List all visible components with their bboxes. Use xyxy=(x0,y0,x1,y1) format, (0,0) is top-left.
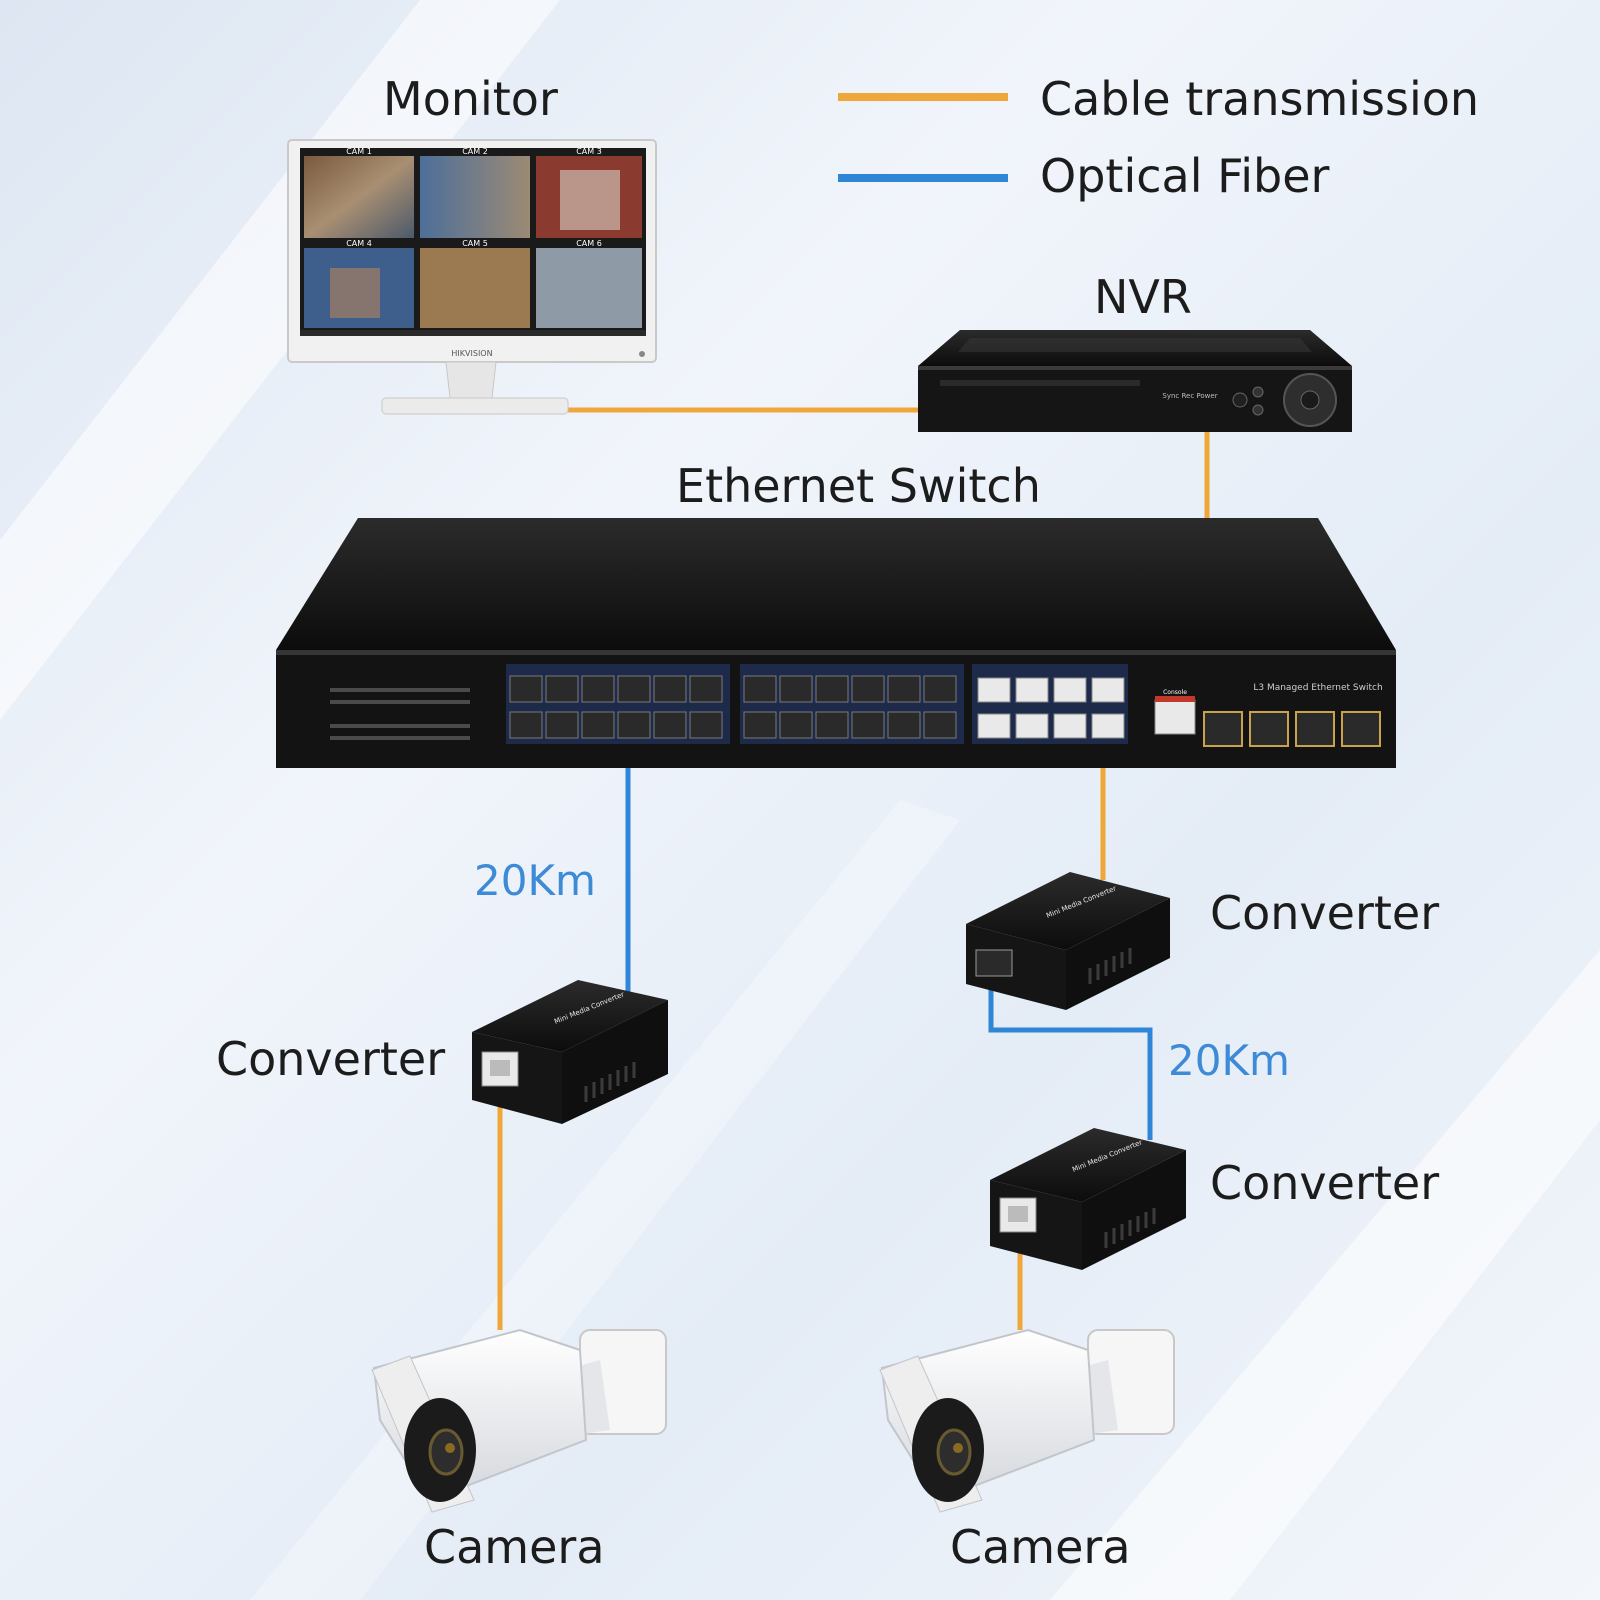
legend-label-cable: Cable transmission xyxy=(1040,72,1480,126)
nvr xyxy=(918,330,1352,432)
cam-label: CAM 1 xyxy=(346,147,372,156)
vent-slots xyxy=(1088,948,1132,984)
converter-right-top-label: Converter xyxy=(1210,886,1440,940)
converter-left-label: Converter xyxy=(216,1032,446,1086)
rj45-ports xyxy=(977,677,1125,739)
cam-label: CAM 5 xyxy=(462,239,488,248)
sfp-ports-bank-2 xyxy=(743,675,957,739)
sfp-ports-bank-1 xyxy=(509,675,723,739)
monitor-brand: HIKVISION xyxy=(451,349,492,358)
monitor-label: Monitor xyxy=(383,72,558,126)
cam-label: CAM 4 xyxy=(346,239,372,248)
camera-left xyxy=(371,1328,667,1513)
switch-label: Ethernet Switch xyxy=(676,459,1041,513)
switch-led-grid xyxy=(330,688,470,740)
legend xyxy=(838,93,1008,182)
fiber-right-distance: 20Km xyxy=(1168,1036,1290,1085)
vent-slots xyxy=(584,1062,636,1102)
converter-right-bottom xyxy=(990,1128,1186,1270)
cam-label: CAM 2 xyxy=(462,147,488,156)
camera-right-label: Camera xyxy=(950,1520,1131,1574)
nvr-panel-text: Sync Rec Power xyxy=(1162,392,1217,400)
converter-left xyxy=(472,980,668,1124)
sfp-plus-ports xyxy=(1203,711,1381,747)
nvr-label: NVR xyxy=(1094,270,1192,324)
monitor xyxy=(287,139,657,415)
legend-label-fiber: Optical Fiber xyxy=(1040,149,1330,203)
camera-right xyxy=(879,1328,1175,1513)
converter-right-bottom-label: Converter xyxy=(1210,1156,1440,1210)
vent-slots xyxy=(1104,1208,1156,1248)
ethernet-switch xyxy=(276,518,1396,768)
switch-panel-text: L3 Managed Ethernet Switch xyxy=(1253,683,1382,693)
fiber-left-distance: 20Km xyxy=(474,856,596,905)
converter-right-top xyxy=(966,872,1170,1010)
connections xyxy=(497,407,1210,1330)
monitor-cam-labels: CAM 1 CAM 2 CAM 3 CAM 4 CAM 5 CAM 6 xyxy=(346,147,602,248)
cam-label: CAM 3 xyxy=(576,147,602,156)
cam-label: CAM 6 xyxy=(576,239,602,248)
switch-console-label: Console xyxy=(1163,689,1187,696)
camera-left-label: Camera xyxy=(424,1520,605,1574)
fiber-right-converters xyxy=(988,980,1153,1140)
